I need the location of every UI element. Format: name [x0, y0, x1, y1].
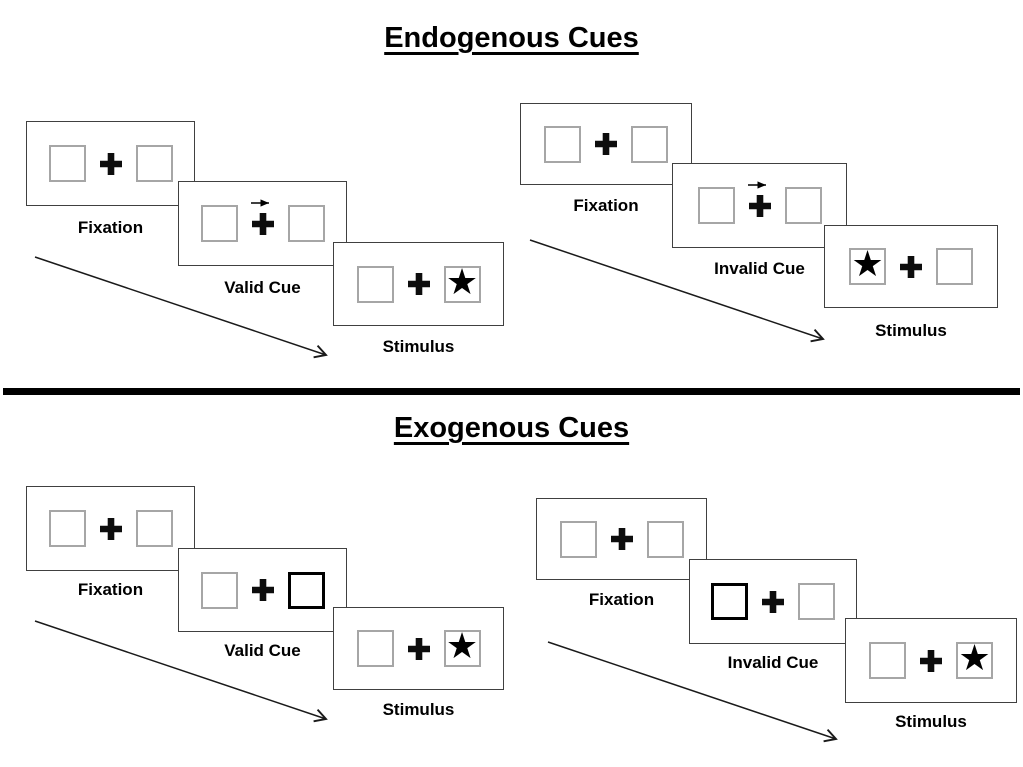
target-star-icon: ★	[851, 244, 884, 285]
left-square	[200, 205, 238, 242]
exo-valid-stimulus-label: Stimulus	[382, 700, 455, 719]
right-square	[287, 205, 325, 242]
exo-valid-cue-label: Valid Cue	[224, 641, 301, 660]
left-square	[356, 630, 394, 667]
section-divider	[3, 388, 1020, 395]
left-square	[356, 265, 394, 303]
fixation-cross-icon	[595, 133, 617, 155]
fixation-cross-icon	[251, 579, 274, 601]
fixation-cross-icon	[900, 255, 922, 278]
exo-invalid-stimulus-panel: ★	[845, 618, 1017, 703]
left-square-with-target: ★	[849, 244, 886, 285]
right-square	[135, 145, 173, 182]
fixation-cross-icon	[99, 152, 122, 175]
endo-valid-cue-label: Valid Cue	[224, 278, 301, 297]
exo-valid-fixation-label: Fixation	[77, 580, 144, 599]
fixation-cross-icon	[99, 517, 122, 540]
exo-valid-fixation-panel	[26, 486, 195, 571]
fixation-cross-icon	[920, 649, 942, 672]
section-title-endogenous: Endogenous Cues	[384, 22, 639, 54]
left-square	[200, 571, 238, 609]
exo-valid-cue-panel	[178, 548, 347, 632]
endo-valid-fixation-label: Fixation	[77, 218, 144, 237]
fixation-cross-icon	[747, 180, 771, 217]
right-square	[784, 187, 822, 224]
fixation-cross-icon	[407, 637, 430, 660]
endo-valid-cue-panel	[178, 181, 347, 266]
endo-valid-stimulus-panel: ★	[333, 242, 504, 326]
section-title-exogenous: Exogenous Cues	[393, 412, 630, 444]
sequence-arrow-endo-valid	[34, 256, 328, 359]
right-square	[631, 125, 668, 163]
left-square	[544, 125, 581, 163]
right-square-with-target: ★	[443, 626, 481, 667]
endo-invalid-cue-panel	[672, 163, 847, 248]
target-star-icon: ★	[958, 638, 991, 679]
right-square-with-target: ★	[956, 638, 993, 679]
exo-invalid-fixation-panel	[536, 498, 707, 580]
fixation-cross-icon	[762, 590, 784, 613]
right-square	[798, 583, 835, 620]
endo-valid-fixation-panel	[26, 121, 195, 206]
sequence-arrow-endo-invalid	[529, 239, 825, 343]
endo-invalid-fixation-label: Fixation	[573, 196, 639, 215]
target-star-icon: ★	[445, 626, 479, 667]
right-square	[646, 520, 684, 558]
left-square	[869, 642, 906, 679]
endo-invalid-stimulus-panel: ★	[824, 225, 998, 308]
right-arrow-cue-icon	[250, 198, 269, 207]
exo-invalid-fixation-label: Fixation	[588, 590, 655, 609]
exo-invalid-cue-panel	[689, 559, 857, 644]
left-square	[559, 520, 597, 558]
fixation-cross-icon	[250, 198, 274, 235]
left-square	[48, 145, 86, 182]
target-star-icon: ★	[445, 261, 479, 303]
endo-invalid-stimulus-label: Stimulus	[875, 321, 947, 340]
left-square	[48, 510, 86, 547]
fixation-cross-icon	[610, 528, 633, 550]
right-square-with-target: ★	[443, 261, 481, 303]
exo-invalid-stimulus-label: Stimulus	[895, 712, 967, 731]
right-square-highlighted-cue	[287, 571, 325, 609]
endo-invalid-cue-label: Invalid Cue	[714, 259, 805, 278]
right-square	[135, 510, 173, 547]
fixation-cross-icon	[407, 273, 430, 295]
exo-valid-stimulus-panel: ★	[333, 607, 504, 690]
endo-invalid-fixation-panel	[520, 103, 692, 185]
right-arrow-cue-icon	[747, 180, 766, 189]
right-square	[936, 248, 973, 285]
sequence-arrow-exo-valid	[34, 620, 328, 723]
left-square-highlighted-cue	[711, 583, 748, 620]
exo-invalid-cue-label: Invalid Cue	[727, 653, 819, 672]
left-square	[697, 187, 735, 224]
endo-valid-stimulus-label: Stimulus	[382, 337, 455, 356]
